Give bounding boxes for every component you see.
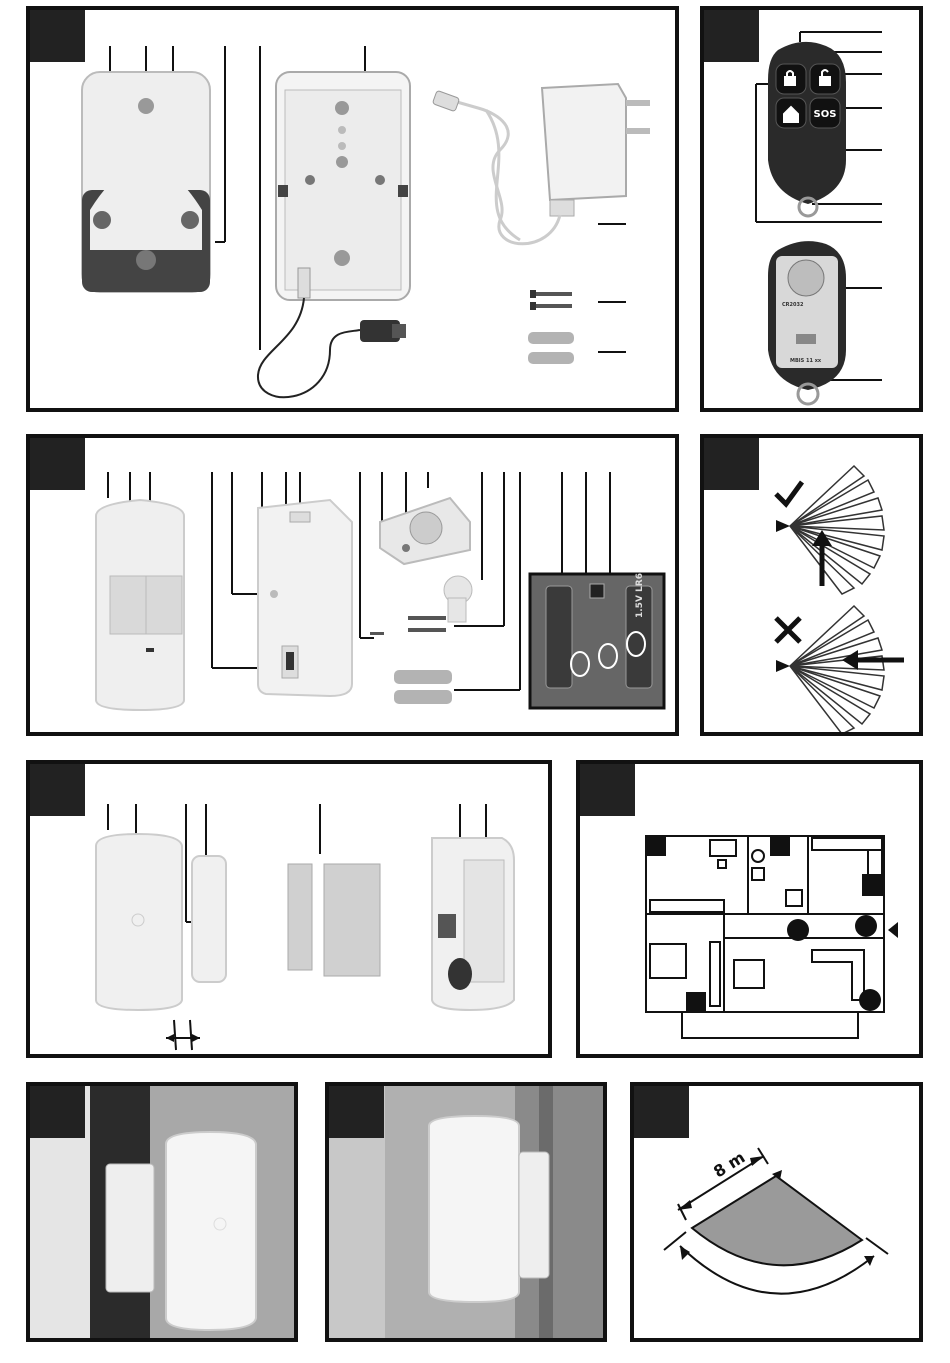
unlock-icon [820, 77, 830, 85]
mounting-hole [138, 98, 154, 114]
door-contact-illustration [30, 764, 552, 1058]
floor-plan-devices [646, 836, 898, 1012]
floor-plan-illustration [580, 764, 923, 1058]
photo-magnet [106, 1164, 154, 1292]
panel-door-contact [26, 760, 552, 1058]
check-mark-icon [776, 482, 802, 504]
contact-sensor [96, 834, 182, 1010]
remote-illustration: SOS CR2032 MBIS 11 xx [704, 10, 923, 412]
fan-correct [790, 466, 884, 594]
siren-illustration [30, 10, 679, 412]
pir-led [146, 648, 154, 652]
fan-wrong [790, 606, 884, 734]
adhesive-pad-large [324, 864, 380, 976]
contact-magnet [192, 856, 226, 982]
panel-tag [30, 1086, 85, 1138]
panel-detection-range: 8 m [630, 1082, 923, 1342]
panel-remote-control: SOS CR2032 MBIS 11 xx [700, 6, 923, 412]
detection-range-illustration: 8 m [634, 1086, 923, 1342]
panel-detection-direction [700, 434, 923, 736]
panel-floor-plan [576, 760, 923, 1058]
screws [530, 290, 572, 310]
photo-sensor [429, 1116, 519, 1302]
detection-direction-illustration [704, 438, 923, 736]
pir-back [258, 500, 352, 696]
battery-type-label: CR2032 [782, 302, 804, 308]
model-label: MBIS 11 xx [790, 358, 822, 364]
lock-icon [785, 77, 795, 85]
sos-button-label: SOS [814, 109, 837, 120]
photo-sensor [166, 1132, 256, 1330]
photo-magnet [519, 1152, 549, 1278]
adhesive-pad-small [288, 864, 312, 970]
battery-label: 1.5V LR6 [635, 573, 645, 618]
range-sector [692, 1176, 862, 1265]
motion-detector-illustration: 1.5V LR6 [30, 438, 679, 736]
panel-tag [329, 1086, 384, 1138]
panel-motion-detector: 1.5V LR6 [26, 434, 679, 736]
cross-mark-icon [776, 618, 800, 642]
panel-photo-installation-right [325, 1082, 607, 1342]
range-distance-label: 8 m [710, 1148, 748, 1182]
panel-photo-installation-left [26, 1082, 298, 1342]
power-adapter [542, 84, 626, 200]
panel-siren-contents [26, 6, 679, 412]
wall-plugs [528, 332, 574, 364]
